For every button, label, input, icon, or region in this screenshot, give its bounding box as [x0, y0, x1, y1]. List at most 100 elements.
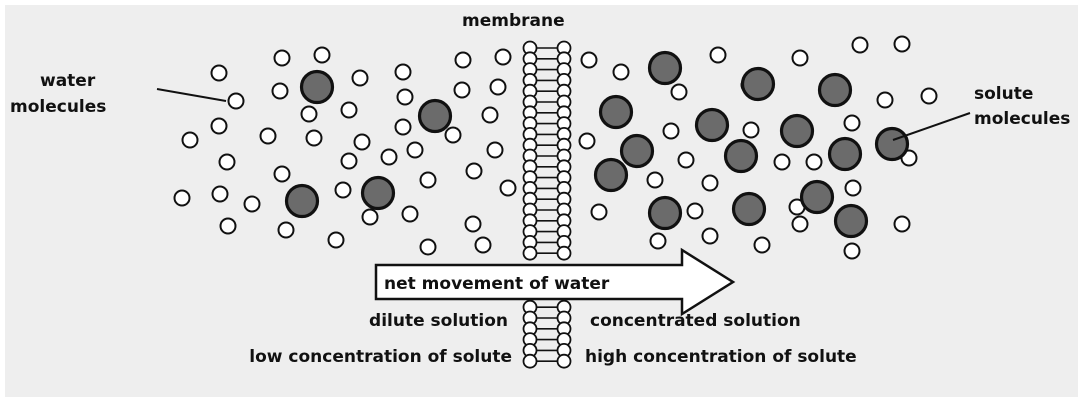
- water-molecule: [670, 83, 688, 101]
- water-molecule: [474, 236, 492, 254]
- water-molecule: [590, 203, 608, 221]
- water-molecule: [791, 215, 809, 233]
- solute-molecule: [694, 107, 730, 143]
- water-molecule: [351, 69, 369, 87]
- membrane-label: membrane: [462, 11, 565, 31]
- water-molecule: [677, 151, 695, 169]
- solute-molecule: [799, 179, 835, 215]
- water-molecule: [876, 91, 894, 109]
- water-molecule: [327, 231, 345, 249]
- water-molecule: [277, 221, 295, 239]
- water-molecule: [419, 171, 437, 189]
- solute-molecule: [740, 66, 776, 102]
- water-molecule: [843, 242, 861, 260]
- water-molecule: [313, 46, 331, 64]
- solute-molecule: [817, 72, 853, 108]
- water-molecule: [271, 82, 289, 100]
- water-molecule: [851, 36, 869, 54]
- water-molecule: [273, 165, 291, 183]
- high-concentration-label: high concentration of solute: [585, 347, 857, 367]
- membrane: [522, 40, 572, 369]
- water-molecule: [259, 127, 277, 145]
- membrane-head: [522, 353, 538, 369]
- water-molecule: [401, 205, 419, 223]
- water-label-line1: water: [40, 71, 96, 91]
- solute-molecules: [284, 50, 910, 239]
- water-molecule: [686, 202, 704, 220]
- solute-molecule: [779, 113, 815, 149]
- concentrated-solution-label: concentrated solution: [590, 311, 801, 331]
- water-molecule: [181, 131, 199, 149]
- water-molecule: [612, 63, 630, 81]
- water-molecule: [273, 49, 291, 67]
- water-molecule: [211, 185, 229, 203]
- water-molecule: [380, 148, 398, 166]
- arrow-shape: [374, 247, 736, 317]
- water-molecule: [300, 105, 318, 123]
- water-molecule: [578, 132, 596, 150]
- water-molecule: [843, 114, 861, 132]
- water-molecule: [465, 162, 483, 180]
- solute-molecule: [731, 191, 767, 227]
- solute-pointer-line: [892, 112, 971, 141]
- water-molecule: [494, 48, 512, 66]
- water-molecule: [709, 46, 727, 64]
- solute-molecule: [619, 133, 655, 169]
- water-molecule: [481, 106, 499, 124]
- solute-molecule: [417, 98, 453, 134]
- water-molecule: [742, 121, 760, 139]
- arrow-label: net movement of water: [384, 274, 610, 294]
- solute-molecule: [874, 126, 910, 162]
- water-molecule: [210, 64, 228, 82]
- water-molecule: [773, 153, 791, 171]
- solute-molecule: [827, 136, 863, 172]
- solute-molecule: [593, 157, 629, 193]
- water-molecule: [394, 63, 412, 81]
- water-molecule: [173, 189, 191, 207]
- water-molecule: [791, 49, 809, 67]
- water-molecule: [340, 152, 358, 170]
- water-molecule: [419, 238, 437, 256]
- solute-label-line2: molecules: [974, 109, 1070, 129]
- membrane-head: [522, 245, 538, 261]
- solute-molecule: [360, 175, 396, 211]
- water-molecule: [646, 171, 664, 189]
- solute-molecule: [647, 50, 683, 86]
- water-molecule: [701, 227, 719, 245]
- water-molecule: [486, 141, 504, 159]
- water-molecule: [340, 101, 358, 119]
- water-molecule: [464, 215, 482, 233]
- water-molecule: [444, 126, 462, 144]
- solute-molecule: [284, 183, 320, 219]
- water-molecule: [396, 88, 414, 106]
- water-molecule: [305, 129, 323, 147]
- water-molecule: [920, 87, 938, 105]
- water-molecule: [243, 195, 261, 213]
- solute-molecule: [833, 203, 869, 239]
- water-molecule: [218, 153, 236, 171]
- water-molecule: [844, 179, 862, 197]
- water-molecule: [353, 133, 371, 151]
- water-molecule: [753, 236, 771, 254]
- water-molecule: [227, 92, 245, 110]
- water-molecule: [406, 141, 424, 159]
- water-molecule: [893, 215, 911, 233]
- net-movement-arrow: net movement of water: [374, 247, 736, 317]
- water-molecule: [489, 78, 507, 96]
- membrane-head: [556, 353, 572, 369]
- solute-molecule: [723, 138, 759, 174]
- water-molecule: [210, 117, 228, 135]
- solute-molecule: [647, 195, 683, 231]
- water-molecule: [893, 35, 911, 53]
- water-molecule: [453, 81, 471, 99]
- water-molecule: [219, 217, 237, 235]
- water-molecule: [361, 208, 379, 226]
- water-molecule: [394, 118, 412, 136]
- water-pointer-line: [156, 88, 227, 102]
- dilute-solution-label: dilute solution: [369, 311, 508, 331]
- water-molecule: [580, 51, 598, 69]
- water-molecule: [649, 232, 667, 250]
- water-molecule: [499, 179, 517, 197]
